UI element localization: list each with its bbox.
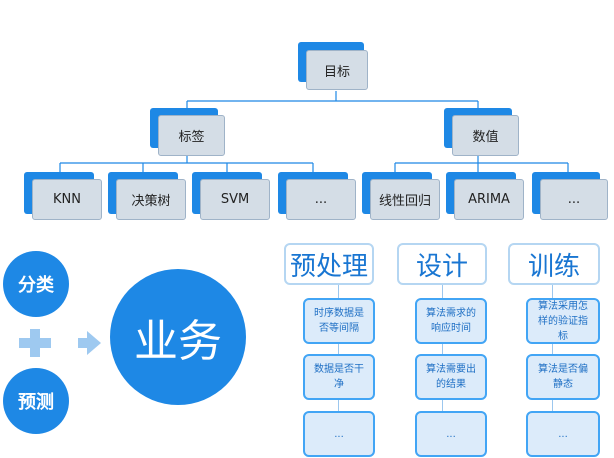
column-item: 数据是否干净 bbox=[303, 354, 375, 400]
tree-branch-label: 标签 bbox=[178, 130, 205, 145]
column-item: 算法需求的响应时间 bbox=[415, 298, 487, 344]
tree-leaf-label: ... bbox=[314, 192, 328, 207]
tree-root-node: 目标 bbox=[298, 42, 378, 94]
column-item: ... bbox=[303, 411, 375, 457]
column-header-design: 设计 bbox=[397, 243, 487, 285]
column-header-preprocessing: 预处理 bbox=[284, 243, 374, 285]
column-item: ... bbox=[526, 411, 600, 457]
tree-branch-node-labels: 标签 bbox=[150, 108, 232, 158]
tree-leaf-node: 线性回归 bbox=[362, 172, 444, 222]
tree-leaf-label: 线性回归 bbox=[378, 194, 431, 209]
tree-branch-node-values: 数值 bbox=[444, 108, 526, 158]
tree-branch-label: 数值 bbox=[472, 130, 499, 145]
tree-leaf-node: ARIMA bbox=[446, 172, 528, 222]
tree-root-label: 目标 bbox=[323, 64, 350, 80]
classification-circle: 分类 bbox=[3, 251, 69, 317]
tree-leaf-node: KNN bbox=[24, 172, 106, 222]
tree-leaf-node: ... bbox=[278, 172, 360, 222]
tree-leaf-label: ARIMA bbox=[468, 192, 510, 207]
tree-leaf-label: 决策树 bbox=[131, 194, 171, 209]
plus-icon bbox=[19, 329, 51, 357]
tree-leaf-label: SVM bbox=[220, 192, 250, 207]
arrow-right-icon bbox=[78, 331, 102, 355]
tree-leaf-node: ... bbox=[532, 172, 610, 222]
column-item: 时序数据是否等间隔 bbox=[303, 298, 375, 344]
tree-leaf-node: 决策树 bbox=[108, 172, 190, 222]
column-item: 算法需要出的结果 bbox=[415, 354, 487, 400]
business-circle: 业务 bbox=[110, 269, 246, 405]
prediction-circle: 预测 bbox=[3, 368, 69, 434]
column-item: ... bbox=[415, 411, 487, 457]
column-header-training: 训练 bbox=[508, 243, 600, 285]
tree-leaf-node: SVM bbox=[192, 172, 274, 222]
tree-leaf-label: ... bbox=[567, 192, 581, 207]
column-item: 算法采用怎样的验证指标 bbox=[526, 298, 600, 344]
column-item: 算法是否偏静态 bbox=[526, 354, 600, 400]
tree-leaf-label: KNN bbox=[53, 192, 81, 207]
